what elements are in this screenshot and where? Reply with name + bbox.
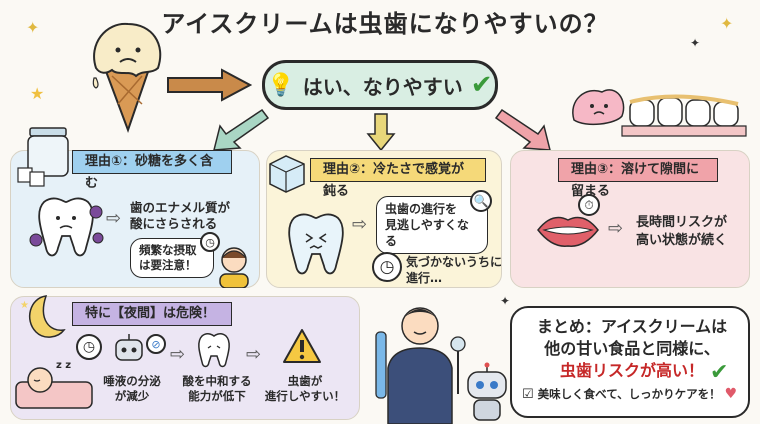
svg-text:z z: z z	[56, 360, 71, 371]
arrow-right-icon: ⇨	[170, 344, 186, 365]
lips-icon	[537, 216, 599, 247]
moon-icon: ★	[20, 295, 66, 338]
ice-cube-icon	[269, 155, 305, 193]
arrow-right-icon	[167, 68, 252, 102]
sparkle-icon: ✦	[690, 36, 701, 50]
clock-icon: ◷	[372, 252, 402, 282]
lightbulb-icon: 💡	[267, 72, 295, 98]
clock-icon: ◷	[76, 334, 102, 360]
sparkle-icon: ✦	[500, 294, 511, 308]
sleeping-person-icon: z z	[15, 360, 93, 409]
arrow-right-icon: ⇨	[246, 344, 262, 365]
sad-tooth-with-germs-icon	[29, 197, 104, 257]
answer-text: はい、なりやすい	[302, 74, 463, 99]
page-title: アイスクリームは虫歯になりやすいの？	[161, 10, 609, 38]
magnifier-icon: 🔍	[470, 190, 492, 212]
svg-text:★: ★	[20, 300, 29, 311]
sparkle-icon: ✦	[26, 18, 40, 37]
dentist-icon	[375, 307, 466, 424]
robot-icon	[467, 362, 507, 421]
reason3-label: 理由③：溶けて隙間に留まる	[558, 158, 718, 199]
robot-icon	[115, 334, 143, 361]
melting-ice-cream-on-teeth-icon	[572, 89, 747, 137]
reason2-note: 気づかないうちに 進行…	[406, 255, 503, 285]
reason1-label: 理由①：砂糖を多く含む	[72, 150, 232, 191]
reason2-bubble: 虫歯の進行を 見逃しやすくなる	[376, 196, 488, 254]
sugar-jar-icon	[17, 127, 69, 187]
stopwatch-icon: ⏱	[578, 194, 600, 216]
no-water-drop-icon: ⊘	[146, 334, 166, 354]
check-icon: ✔	[470, 70, 493, 100]
answer-box: 💡 はい、なりやすい ✔	[262, 60, 498, 110]
summary-box	[510, 306, 750, 418]
shivering-tooth-icon	[288, 213, 344, 275]
checkbox-icon: ☑	[522, 386, 534, 402]
sad-ice-cream-icon	[92, 22, 162, 133]
night-step2: 酸を中和する 能力が低下	[182, 374, 252, 403]
warning-icon	[283, 329, 321, 363]
reason1-bubble: 頻繁な摂取 は要注意！	[130, 238, 214, 278]
arrow-down-left-icon	[213, 108, 270, 151]
reason2-label: 理由②：冷たさで感覚が鈍る	[310, 158, 486, 199]
sparkle-icon: ✦	[720, 14, 734, 33]
arrow-right-icon: ⇨	[608, 218, 624, 239]
night-step3: 虫歯が 進行しやすい！	[264, 374, 346, 403]
arrow-right-icon: ⇨	[352, 214, 368, 235]
child-eating-ice-cream-icon	[219, 247, 249, 288]
reason1-text: 歯のエナメル質が 酸にさらされる	[130, 200, 231, 231]
clock-icon: ◷	[200, 232, 220, 252]
arrow-down-right-icon	[494, 108, 551, 151]
summary-text: まとめ：アイスクリームは 他の甘い食品と同様に、 虫歯リスクが高い！	[536, 317, 728, 380]
arrow-down-icon	[366, 113, 396, 152]
reason3-text: 長時間リスクが 高い状態が続く	[636, 215, 728, 248]
tooth-icon	[198, 333, 230, 368]
heart-icon: ♥	[724, 386, 738, 402]
night-label: 特に【夜間】は危険！	[72, 302, 232, 326]
night-step1: 唾液の分泌 が減少	[103, 374, 161, 403]
summary-tip: ☑ 美味しく食べて、しっかりケアを！ ♥	[522, 386, 738, 402]
check-icon: ✔	[710, 360, 729, 385]
arrow-right-icon: ⇨	[106, 208, 122, 229]
star-icon: ★	[30, 84, 45, 103]
